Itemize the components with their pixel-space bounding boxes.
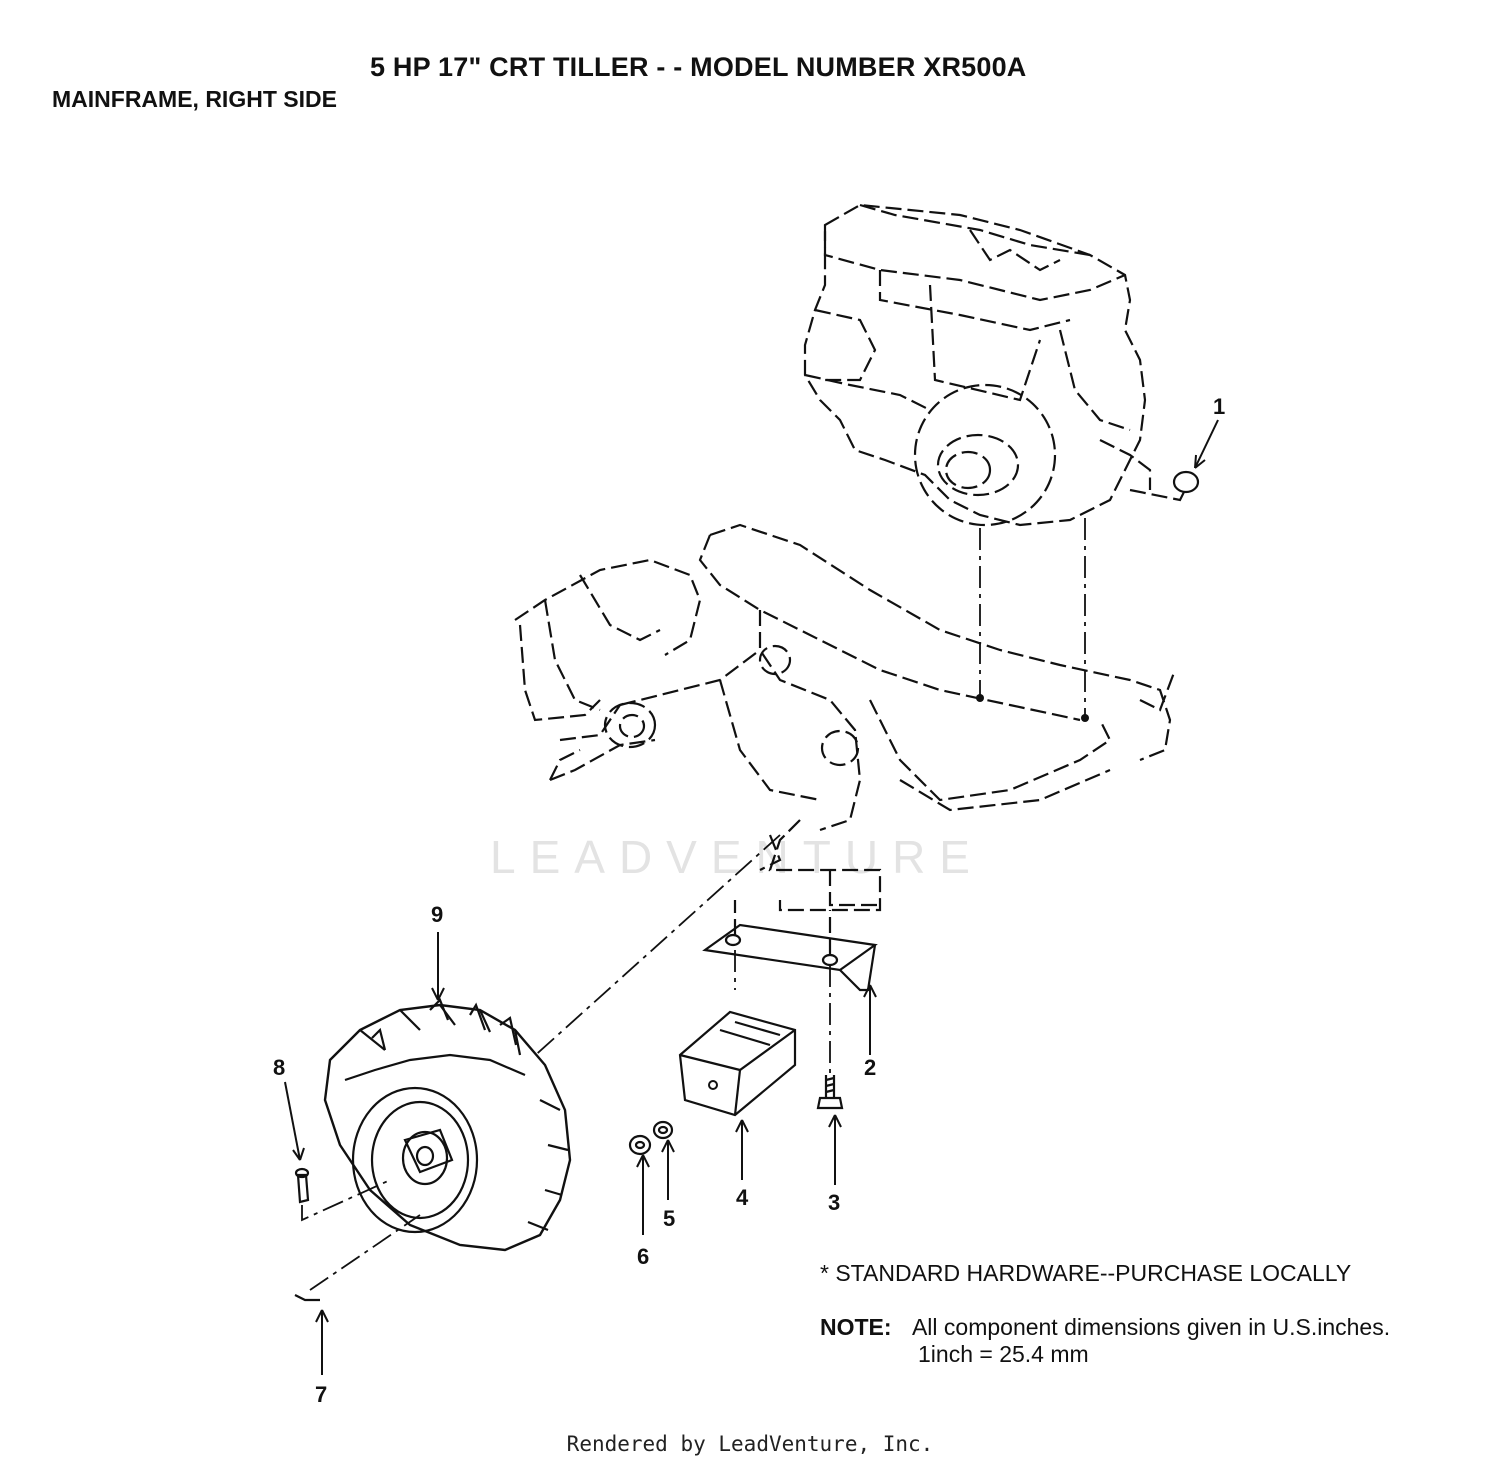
callout-8: 8 xyxy=(273,1055,285,1080)
bolt-part xyxy=(816,1075,844,1110)
callout-1: 1 xyxy=(1213,394,1225,419)
page-subtitle: MAINFRAME, RIGHT SIDE xyxy=(52,86,337,112)
pin-part xyxy=(294,1167,391,1222)
note-text: All component dimensions given in U.S.in… xyxy=(911,1314,1391,1340)
bracket-part xyxy=(702,900,878,1080)
washer-part xyxy=(652,1120,674,1140)
callout-3: 3 xyxy=(828,1190,840,1215)
axle-leader xyxy=(529,834,781,1061)
callout-6: 6 xyxy=(637,1244,649,1269)
page-title: 5 HP 17" CRT TILLER - - MODEL NUMBER XR5… xyxy=(370,52,1027,82)
conversion-note: 1inch = 25.4 mm xyxy=(918,1341,1089,1367)
engine-phantom xyxy=(803,203,1200,720)
footer-credit: Rendered by LeadVenture, Inc. xyxy=(566,1432,934,1456)
callout-4: 4 xyxy=(736,1185,749,1210)
nut-part xyxy=(628,1134,652,1156)
note-label: NOTE: xyxy=(820,1314,892,1340)
standard-hardware-note: * STANDARD HARDWARE--PURCHASE LOCALLY xyxy=(820,1260,1352,1286)
callout-2: 2 xyxy=(864,1055,876,1080)
callout-arrows xyxy=(284,419,1219,1375)
weight-block-part xyxy=(678,1010,797,1117)
callout-9: 9 xyxy=(431,902,443,927)
clip-part xyxy=(294,1214,421,1302)
callout-5: 5 xyxy=(663,1206,675,1231)
mainframe-phantom xyxy=(514,523,1177,912)
dimensions-note: NOTE: All component dimensions given in … xyxy=(820,1313,1390,1341)
watermark-text: LEADVENTURE xyxy=(490,831,984,883)
wheel-tire-part xyxy=(323,998,572,1252)
callout-7: 7 xyxy=(315,1382,327,1407)
